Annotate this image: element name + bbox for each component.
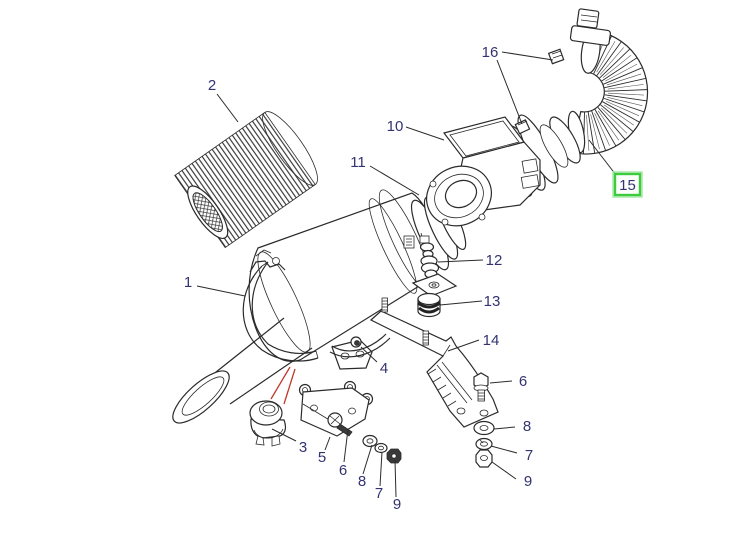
callout-9-left[interactable]: 9 xyxy=(393,496,401,513)
callout-1[interactable]: 1 xyxy=(184,274,192,291)
bolt-drawing xyxy=(473,372,489,402)
callout-8-left[interactable]: 8 xyxy=(358,473,366,490)
callouts: 1 2 3 4 5 6 7 8 9 6 7 8 9 10 11 12 13 14… xyxy=(184,44,643,513)
callout-2[interactable]: 2 xyxy=(208,77,216,94)
callout-6-right[interactable]: 6 xyxy=(519,373,527,390)
hose-clamp-drawing xyxy=(514,48,565,135)
spring-washer-drawing xyxy=(475,437,493,451)
callout-3[interactable]: 3 xyxy=(299,439,307,456)
air-cleaner-housing-drawing xyxy=(172,189,437,424)
callout-6-left[interactable]: 6 xyxy=(339,462,347,479)
mass-airflow-sensor-drawing xyxy=(426,116,541,227)
callout-7-right[interactable]: 7 xyxy=(525,447,533,464)
bolt-drawing xyxy=(327,412,353,437)
callout-14[interactable]: 14 xyxy=(483,332,500,349)
callout-11[interactable]: 11 xyxy=(350,154,366,171)
callout-9-right[interactable]: 9 xyxy=(524,473,532,490)
washer-drawing xyxy=(362,434,378,448)
washer-drawing xyxy=(473,420,495,436)
filter-element-drawing xyxy=(174,111,318,249)
small-bracket-drawing xyxy=(298,380,374,437)
callout-5[interactable]: 5 xyxy=(318,449,326,466)
spring-washer-drawing xyxy=(374,442,388,454)
leader-lines xyxy=(196,51,617,498)
callout-15-highlight[interactable]: 15 xyxy=(612,171,643,198)
callout-4[interactable]: 4 xyxy=(380,360,388,377)
callout-10[interactable]: 10 xyxy=(387,118,404,135)
callout-15[interactable]: 15 xyxy=(619,177,636,194)
callout-13[interactable]: 13 xyxy=(484,293,501,310)
mounting-plate-drawing xyxy=(411,273,458,297)
nut-drawing xyxy=(475,449,493,468)
support-bracket-drawing xyxy=(369,297,499,428)
callout-7-left[interactable]: 7 xyxy=(375,485,383,502)
grommet-drawing xyxy=(249,400,287,447)
callout-16[interactable]: 16 xyxy=(482,44,499,61)
callout-8-right[interactable]: 8 xyxy=(523,418,531,435)
intake-hose-drawing xyxy=(539,8,649,168)
callout-12[interactable]: 12 xyxy=(486,252,503,269)
drain-valve-drawing xyxy=(419,232,440,279)
nut-drawing xyxy=(386,448,402,464)
rubber-mount-drawing xyxy=(417,292,441,318)
